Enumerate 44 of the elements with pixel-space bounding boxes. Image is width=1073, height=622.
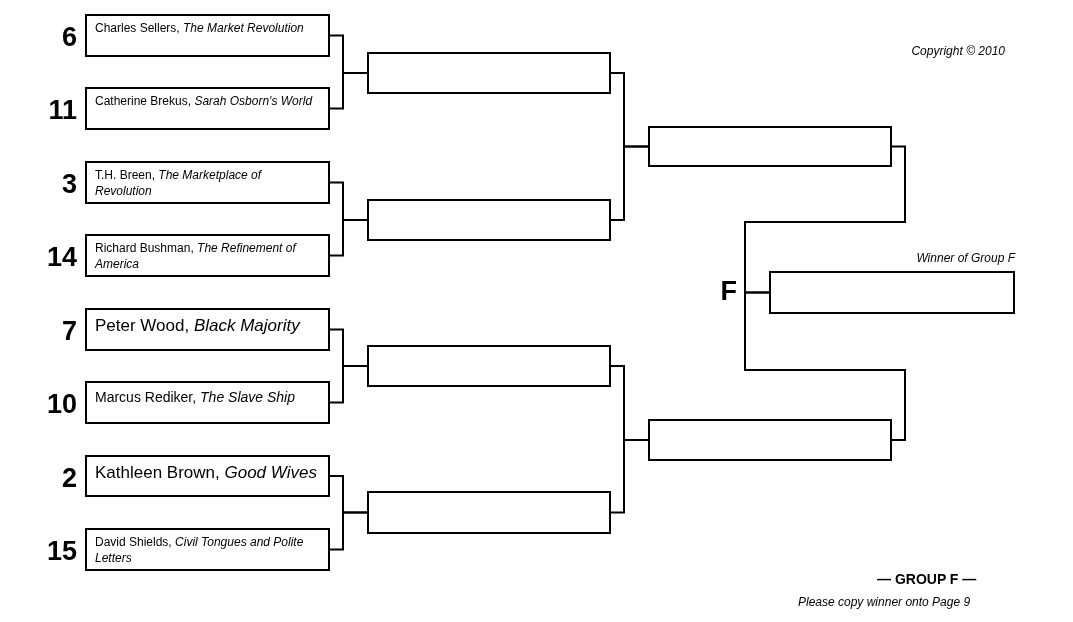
seed-number: 2 [60, 463, 77, 494]
entry-title: David Shields, Civil Tongues and Polite Letters [95, 535, 304, 565]
entry-box [85, 528, 330, 571]
group-letter: F [719, 275, 737, 307]
seed-number: 14 [45, 242, 77, 273]
entry-title: Richard Bushman, The Refinement of America [95, 241, 296, 271]
box-heading: Winner of Group F [916, 251, 1015, 265]
bracket-line [329, 72, 368, 110]
entry-title: Kathleen Brown, Good Wives [95, 463, 317, 482]
entry-box [85, 308, 330, 351]
empty-slot-box [367, 199, 611, 241]
seed-number: 15 [45, 536, 77, 567]
group-title: — GROUP F — [877, 571, 977, 587]
empty-slot-box [648, 126, 892, 167]
empty-slot-box [648, 419, 892, 461]
entry-box [85, 87, 330, 130]
entry-box [85, 161, 330, 204]
entry-box [85, 14, 330, 57]
seed-number: 6 [60, 22, 77, 53]
bracket-line [744, 291, 906, 441]
empty-slot-box [367, 52, 611, 94]
seed-number: 11 [47, 95, 77, 126]
copyright-note: Copyright © 2010 [911, 44, 1005, 58]
entry-title: Catherine Brekus, Sarah Osborn's World [95, 94, 313, 108]
entry-box [85, 381, 330, 424]
instruction-note: Please copy winner onto Page 9 [798, 595, 971, 609]
bracket-line [610, 145, 649, 221]
entry-title: Peter Wood, Black Majority [95, 316, 300, 335]
empty-slot-box [367, 345, 611, 387]
entry-box [85, 455, 330, 497]
entry-title: T.H. Breen, The Marketplace of Revolution [95, 168, 262, 198]
seed-number: 3 [60, 169, 77, 200]
seed-number: 7 [60, 316, 77, 347]
seed-number: 10 [45, 389, 77, 420]
entry-title: Charles Sellers, The Market Revolution [95, 21, 304, 35]
empty-slot-box [367, 491, 611, 534]
bracket-line [329, 511, 368, 551]
winner-box [769, 271, 1015, 314]
entry-title: Marcus Rediker, The Slave Ship [95, 389, 295, 405]
bracket-line [329, 365, 368, 404]
entry-box [85, 234, 330, 277]
bracket-line [610, 439, 649, 514]
bracket-line [329, 219, 368, 257]
bracket-line [744, 145, 906, 294]
